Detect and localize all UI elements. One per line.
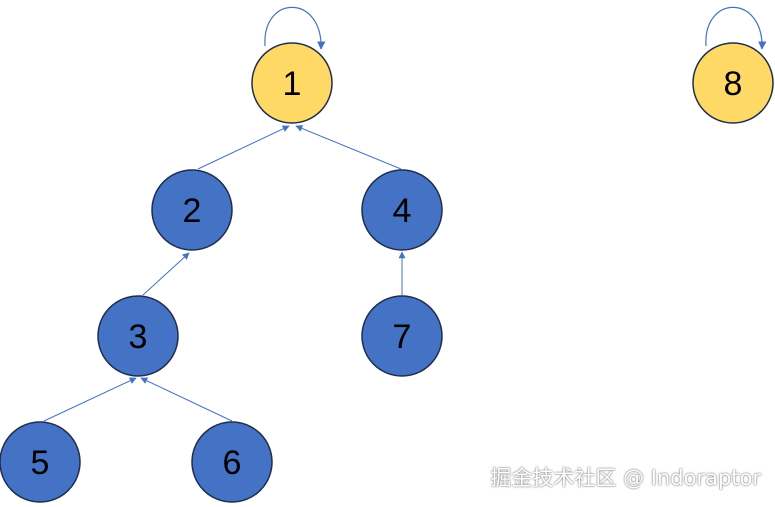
node-4-label: 4	[393, 192, 412, 230]
edges	[43, 6, 767, 422]
node-6: 6	[191, 421, 273, 503]
node-2-circle	[151, 169, 233, 251]
edge-4-to-1	[295, 125, 402, 170]
node-8-label: 8	[724, 65, 743, 103]
edge-8-self-loop	[705, 6, 767, 50]
node-7-circle	[361, 295, 443, 377]
node-1: 1	[251, 42, 333, 124]
edge-3-to-2	[142, 252, 190, 296]
node-1-label: 1	[283, 65, 302, 103]
node-3-circle	[97, 295, 179, 377]
node-1-circle	[251, 42, 333, 124]
node-6-circle	[191, 421, 273, 503]
node-4-circle	[361, 169, 443, 251]
node-2-label: 2	[183, 192, 202, 230]
node-3: 3	[97, 295, 179, 377]
node-5-label: 5	[31, 444, 50, 482]
nodes: 1 2 4 3 7 5 6 8	[0, 42, 774, 503]
edge-2-to-1	[197, 125, 290, 170]
node-6-label: 6	[223, 444, 242, 482]
node-8: 8	[692, 42, 774, 124]
node-4: 4	[361, 169, 443, 251]
edge-1-self-loop	[264, 6, 326, 50]
node-7-label: 7	[393, 318, 412, 356]
node-2: 2	[151, 169, 233, 251]
watermark-text: 掘金技术社区 @ Indoraptor	[490, 466, 761, 490]
edge-5-to-3	[43, 377, 137, 422]
node-7: 7	[361, 295, 443, 377]
node-8-circle	[692, 42, 774, 124]
node-3-label: 3	[129, 318, 148, 356]
node-5-circle	[0, 421, 81, 503]
node-5: 5	[0, 421, 81, 503]
edge-6-to-3	[140, 377, 233, 422]
